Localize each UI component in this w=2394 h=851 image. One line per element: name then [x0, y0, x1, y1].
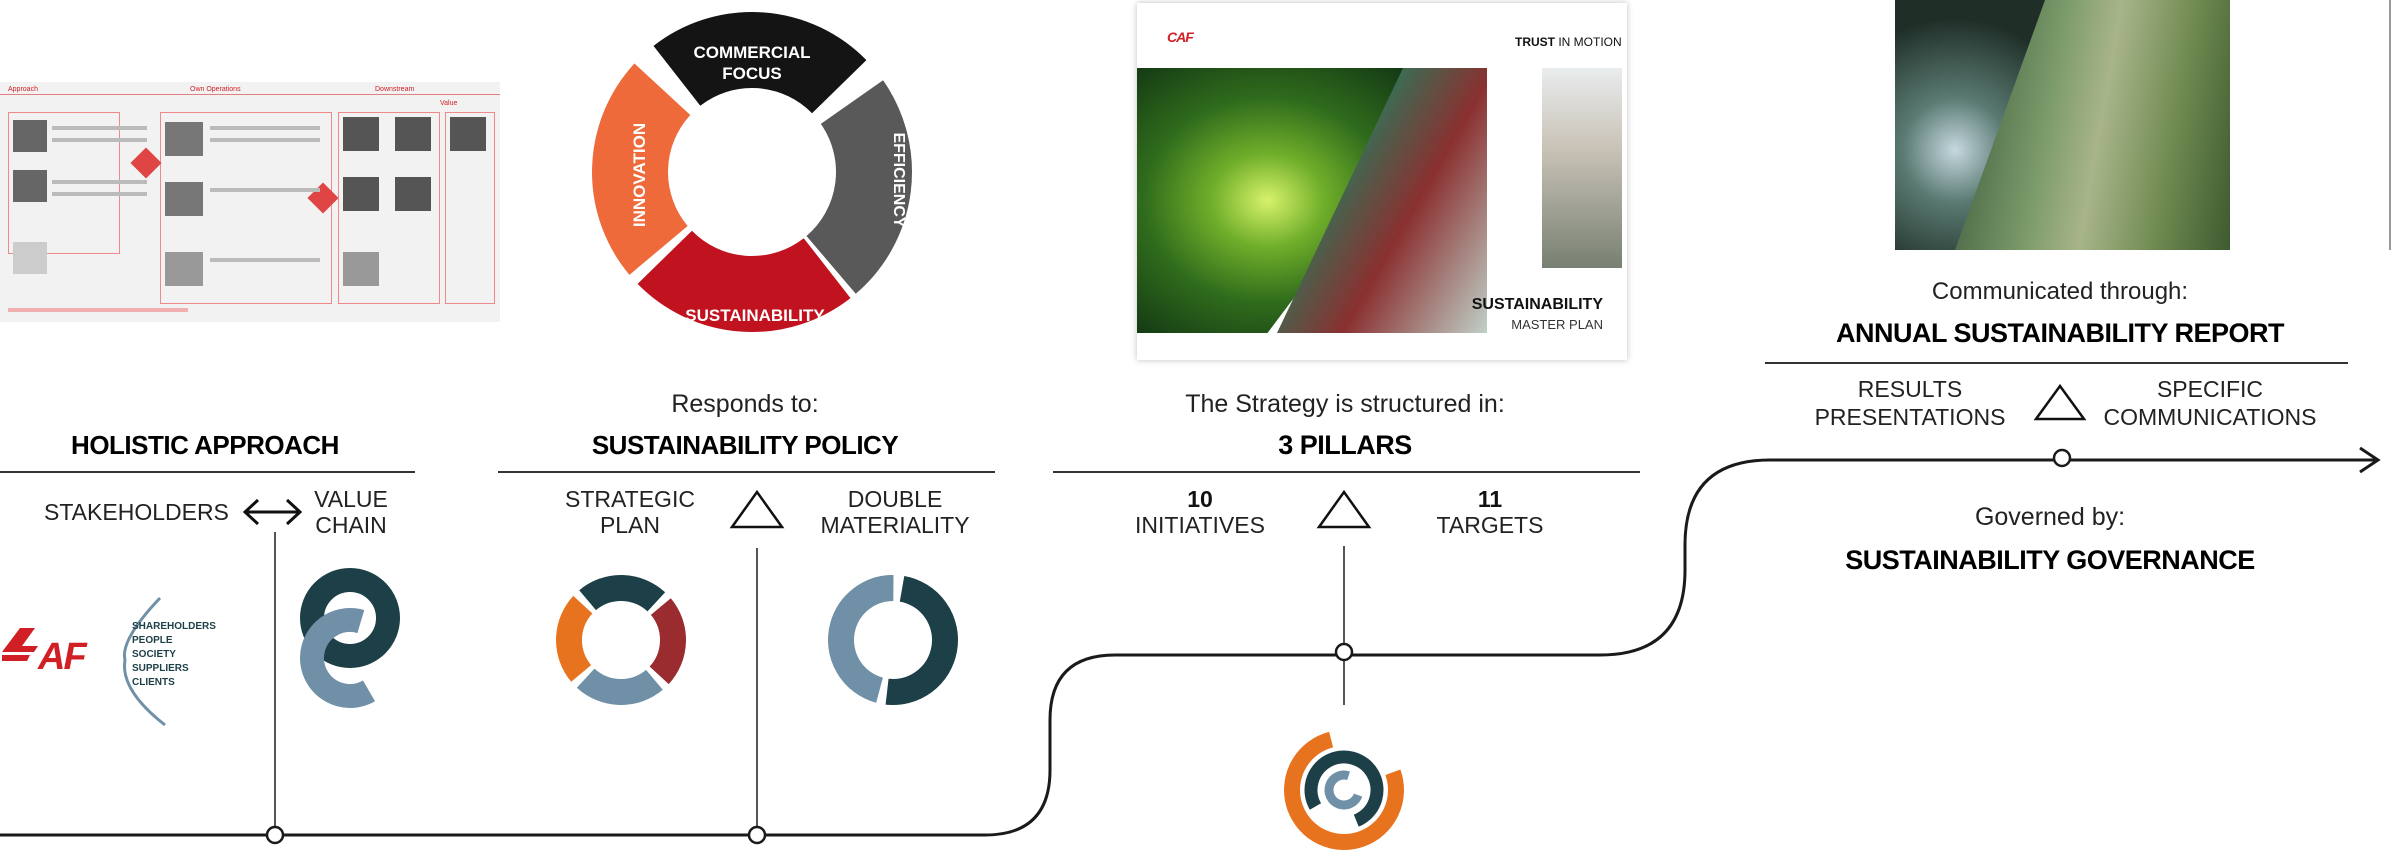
triangle-icon-col2	[729, 489, 785, 529]
communicated-through-label: Communicated through:	[1931, 278, 2189, 305]
three-pillars-logo	[1284, 730, 1404, 850]
strategic-plan-ring-icon	[556, 575, 686, 705]
process-label-approach: Approach	[8, 86, 38, 93]
stakeholder-item: SOCIETY	[132, 649, 176, 660]
wheel-label-operational: OPERATIONAL EFFICIENCY	[890, 122, 927, 238]
triangle-icon-col3	[1316, 489, 1372, 529]
double-arrow-icon	[242, 498, 303, 526]
process-label-value: Value	[440, 100, 458, 107]
sustainability-master-plan-cover: CAF TRUST IN MOTION SUSTAINABILITY MASTE…	[1137, 3, 1627, 360]
triangle-icon-col4	[2033, 383, 2087, 421]
stakeholder-item: CLIENTS	[132, 677, 175, 688]
cover-caf-logo: CAF	[1167, 29, 1194, 45]
annual-report-photo	[1895, 0, 2230, 250]
sustainability-policy-heading: SUSTAINABILITY POLICY	[591, 430, 899, 460]
timeline-node-2	[747, 825, 767, 845]
cover-tagline-bold: TRUST	[1515, 35, 1555, 49]
timeline-node-4	[2052, 448, 2072, 468]
initiatives-number: 10	[1187, 486, 1213, 512]
targets-label: TARGETS	[1436, 512, 1544, 538]
timeline-path	[0, 458, 2375, 837]
value-chain-label: VALUE CHAIN	[314, 486, 388, 538]
process-label-downstream: Downstream	[375, 86, 415, 93]
cover-tagline-rest: IN MOTION	[1555, 35, 1622, 49]
value-chain-rings-icon	[300, 568, 400, 708]
wheel-label-commercial: COMMERCIAL FOCUS	[693, 43, 811, 83]
double-materiality-label: DOUBLE MATERIALITY	[820, 486, 970, 538]
governed-by-label: Governed by:	[1974, 503, 2126, 531]
holistic-approach-heading: HOLISTIC APPROACH	[71, 430, 339, 460]
three-pillars-heading: 3 PILLARS	[1278, 430, 1412, 460]
caf-logo: AF	[2, 628, 90, 678]
cover-tagline: TRUST IN MOTION	[1515, 35, 1622, 49]
initiatives-label: INITIATIVES	[1135, 512, 1265, 538]
stakeholders-bracket	[122, 596, 166, 727]
sustainability-governance-heading: SUSTAINABILITY GOVERNANCE	[1845, 545, 2255, 575]
cover-title: SUSTAINABILITY	[1471, 296, 1603, 313]
stakeholder-item: SUPPLIERS	[132, 663, 189, 674]
process-diagram-thumbnail: Approach Own Operations Downstream Value	[0, 82, 500, 322]
annual-report-heading: ANNUAL SUSTAINABILITY REPORT	[1835, 318, 2285, 348]
timeline-node-1	[265, 825, 285, 845]
specific-communications-label: SPECIFIC COMMUNICATIONS	[2103, 376, 2317, 430]
strategy-structured-label: The Strategy is structured in:	[1185, 390, 1505, 418]
cover-subtitle: MASTER PLAN	[1511, 317, 1603, 332]
arrowhead-icon	[2359, 446, 2381, 474]
targets-number: 11	[1477, 486, 1503, 512]
wheel-label-innovation: INNOVATION	[630, 122, 649, 228]
double-materiality-icon	[828, 575, 958, 705]
stakeholder-item: PEOPLE	[132, 635, 173, 646]
stakeholders-label: STAKEHOLDERS	[44, 499, 229, 525]
stakeholder-list: SHAREHOLDERS PEOPLE SOCIETY SUPPLIERS CL…	[132, 620, 216, 690]
svg-text:AF: AF	[37, 636, 88, 678]
cover-photo-person	[1542, 68, 1622, 268]
strategic-plan-label: STRATEGIC PLAN	[565, 486, 695, 538]
responds-to-label: Responds to:	[671, 390, 819, 418]
results-presentations-label: RESULTS PRESENTATIONS	[1814, 376, 2006, 430]
stakeholder-item: SHAREHOLDERS	[132, 621, 216, 632]
wheel-label-sustainability: SUSTAINABILITY	[685, 306, 825, 325]
timeline-node-3	[1334, 642, 1354, 662]
process-label-operations: Own Operations	[190, 86, 241, 93]
